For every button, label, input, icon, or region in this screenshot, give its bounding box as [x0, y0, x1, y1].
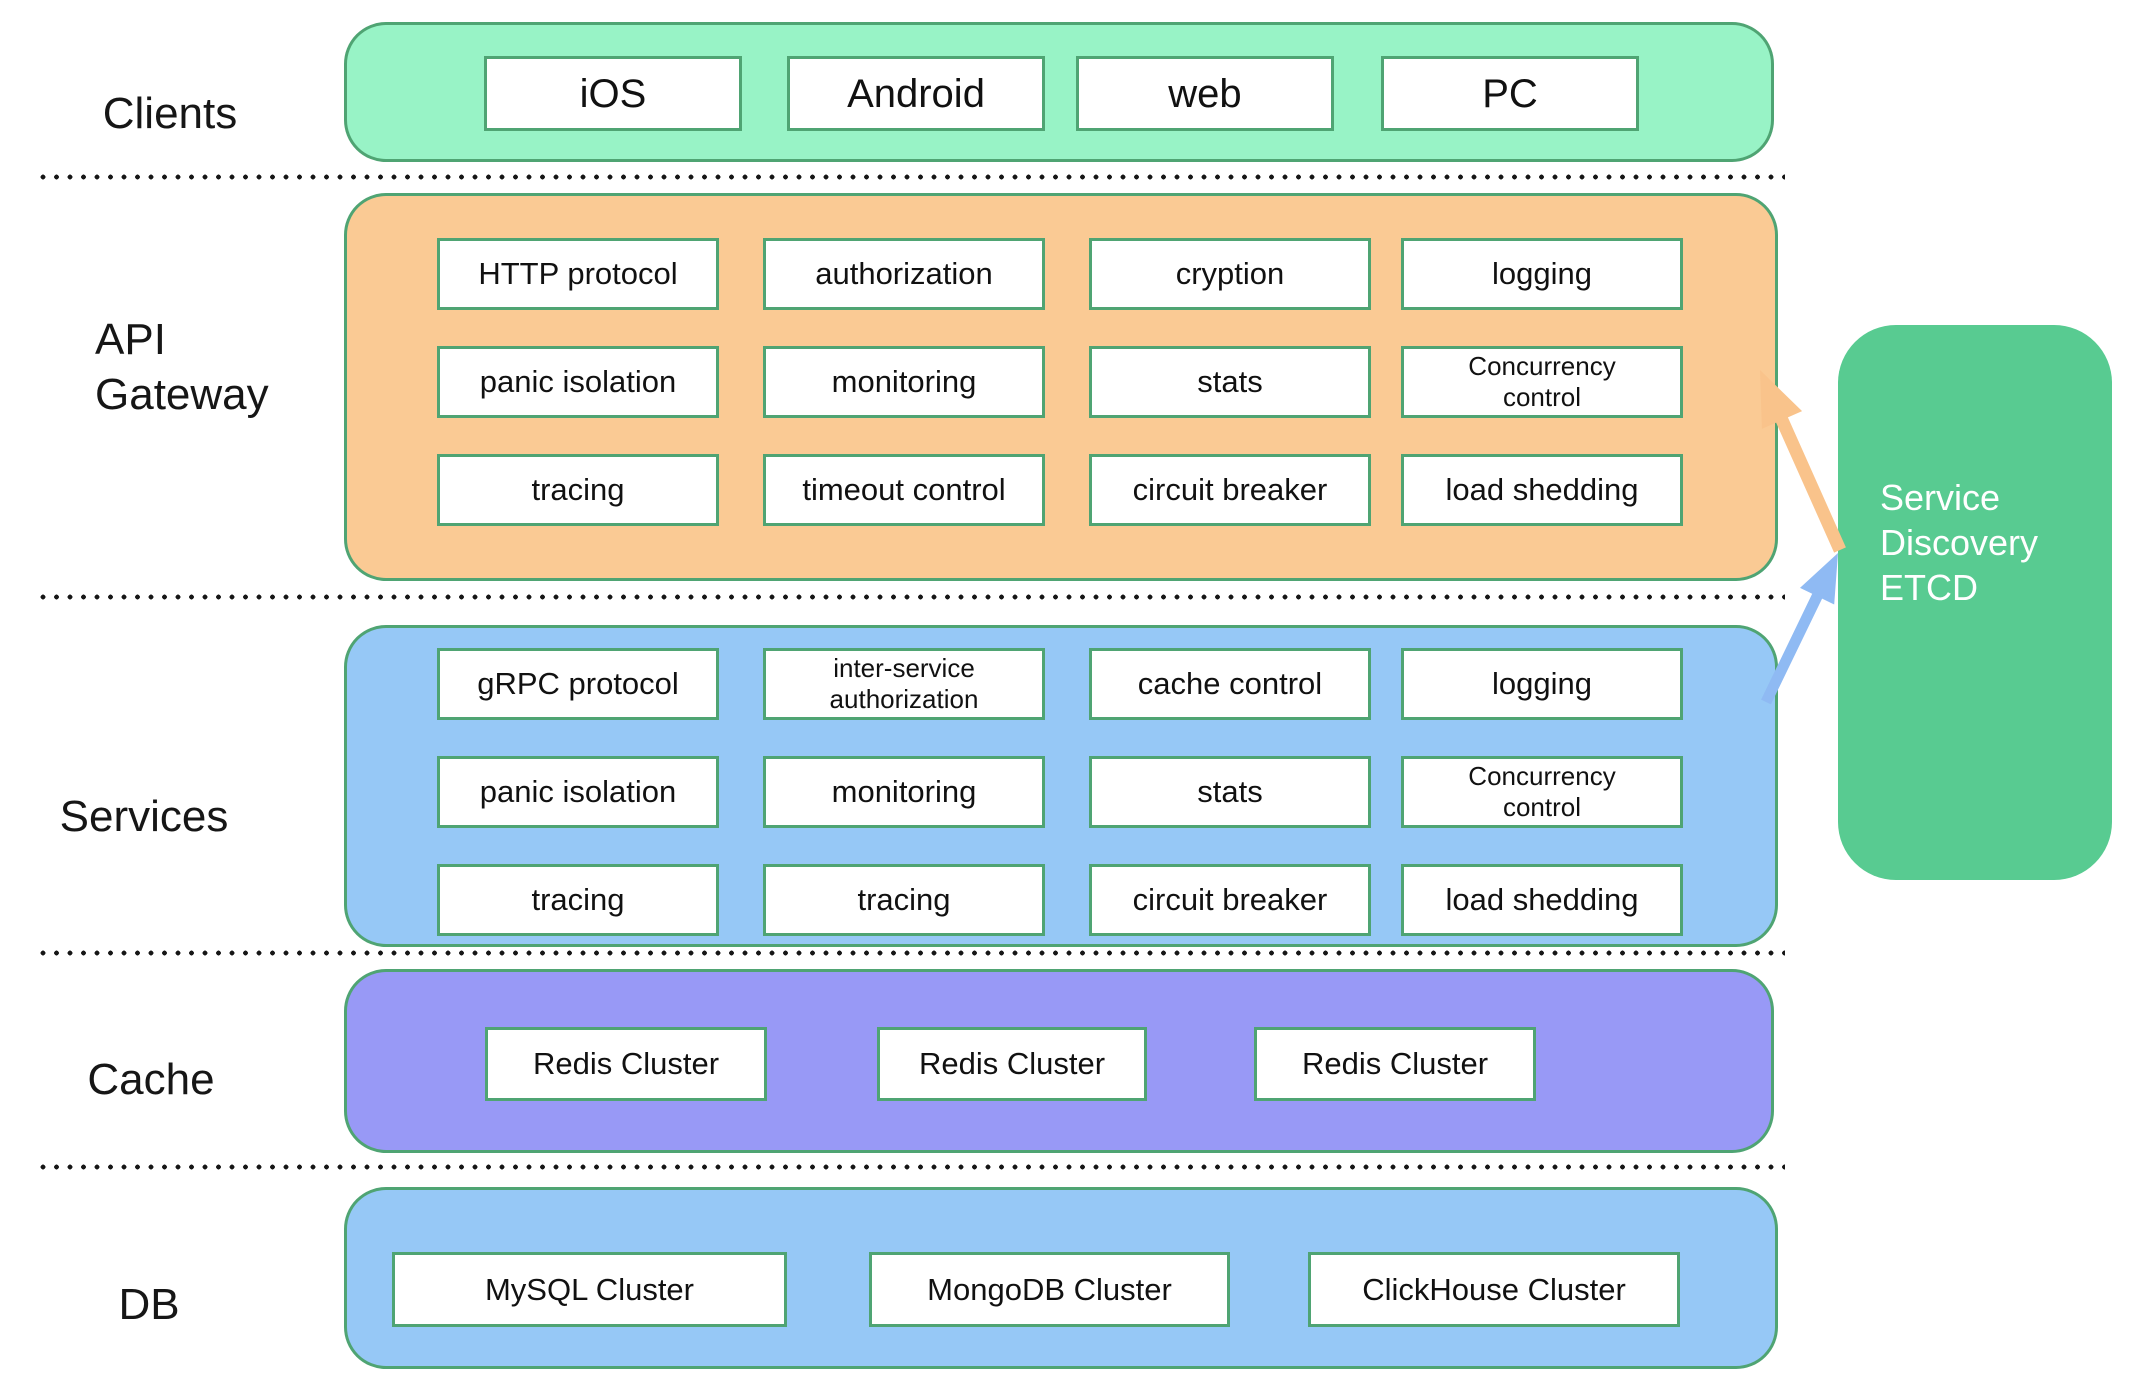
gateway-cell-load-shedding: load shedding: [1401, 454, 1683, 526]
client-ios-box: iOS: [484, 56, 742, 131]
services-cell-tracing-2: tracing: [763, 864, 1045, 936]
services-cell-stats: stats: [1089, 756, 1371, 828]
services-cell-cache-control: cache control: [1089, 648, 1371, 720]
gateway-cell-cryption: cryption: [1089, 238, 1371, 310]
clients-band: iOS Android web PC: [344, 22, 1774, 162]
service-discovery-label: Service Discovery ETCD: [1880, 477, 2039, 608]
gateway-cell-concurrency-control: Concurrency control: [1401, 346, 1683, 418]
gateway-cell-timeout-control: timeout control: [763, 454, 1045, 526]
services-band: gRPC protocol inter-service authorizatio…: [344, 625, 1778, 947]
client-android-box: Android: [787, 56, 1045, 131]
db-mongodb-cluster-box: MongoDB Cluster: [869, 1252, 1230, 1327]
row-label-api-gateway: API Gateway: [95, 315, 269, 419]
services-cell-grpc-protocol: gRPC protocol: [437, 648, 719, 720]
cache-redis-cluster-1: Redis Cluster: [485, 1027, 767, 1101]
row-label-cache: Cache: [87, 1055, 215, 1104]
cache-redis-cluster-2: Redis Cluster: [877, 1027, 1147, 1101]
client-pc-box: PC: [1381, 56, 1639, 131]
separator-line-4: [40, 1164, 1785, 1170]
cache-redis-cluster-3: Redis Cluster: [1254, 1027, 1536, 1101]
db-clickhouse-cluster-box: ClickHouse Cluster: [1308, 1252, 1680, 1327]
service-discovery-box: Service Discovery ETCD: [1838, 325, 2112, 880]
services-cell-panic-isolation: panic isolation: [437, 756, 719, 828]
separator-line-2: [40, 594, 1785, 600]
db-band: MySQL Cluster MongoDB Cluster ClickHouse…: [344, 1187, 1778, 1369]
services-cell-concurrency-control: Concurrency control: [1401, 756, 1683, 828]
db-mysql-cluster-box: MySQL Cluster: [392, 1252, 787, 1327]
services-cell-monitoring: monitoring: [763, 756, 1045, 828]
gateway-cell-panic-isolation: panic isolation: [437, 346, 719, 418]
gateway-cell-logging: logging: [1401, 238, 1683, 310]
row-label-services: Services: [59, 792, 229, 841]
gateway-cell-monitoring: monitoring: [763, 346, 1045, 418]
services-cell-inter-service-authorization: inter-service authorization: [763, 648, 1045, 720]
api-gateway-band: HTTP protocol authorization cryption log…: [344, 193, 1778, 581]
row-label-db: DB: [118, 1280, 180, 1329]
row-label-clients: Clients: [102, 89, 238, 138]
gateway-cell-http-protocol: HTTP protocol: [437, 238, 719, 310]
services-cell-circuit-breaker: circuit breaker: [1089, 864, 1371, 936]
separator-line-1: [40, 174, 1785, 180]
gateway-cell-stats: stats: [1089, 346, 1371, 418]
client-web-box: web: [1076, 56, 1334, 131]
services-cell-load-shedding: load shedding: [1401, 864, 1683, 936]
services-cell-logging: logging: [1401, 648, 1683, 720]
gateway-cell-authorization: authorization: [763, 238, 1045, 310]
gateway-cell-tracing: tracing: [437, 454, 719, 526]
services-cell-tracing-1: tracing: [437, 864, 719, 936]
separator-line-3: [40, 950, 1785, 956]
gateway-cell-circuit-breaker: circuit breaker: [1089, 454, 1371, 526]
cache-band: Redis Cluster Redis Cluster Redis Cluste…: [344, 969, 1774, 1153]
